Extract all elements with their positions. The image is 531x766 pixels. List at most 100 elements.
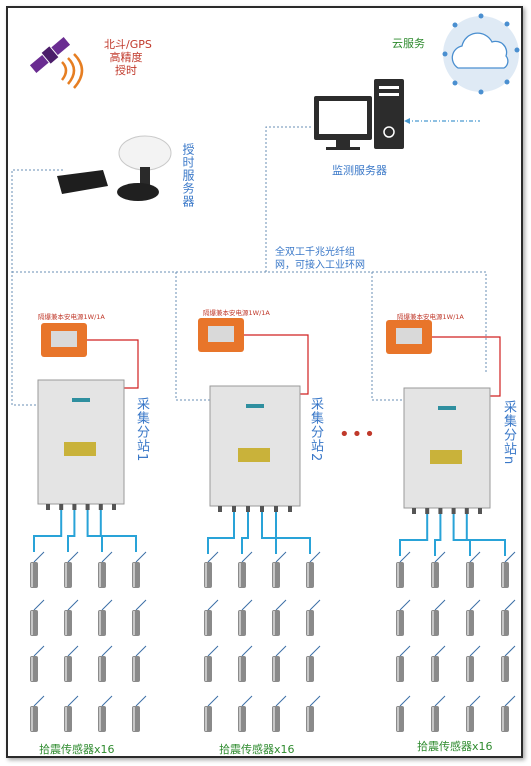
vibration-sensor-3-3 <box>466 551 481 588</box>
sensor-highlight <box>99 563 101 587</box>
vibration-sensor-1-13 <box>30 695 45 732</box>
vibration-sensor-1-9 <box>30 645 45 682</box>
station-gland-2-4 <box>260 506 264 512</box>
vibration-sensor-2-5 <box>204 599 219 636</box>
link-arrow-head <box>404 118 410 124</box>
sensor-cable-3-4 <box>465 514 506 556</box>
vibration-sensor-2-3 <box>272 551 287 588</box>
sensor-lead <box>504 599 516 611</box>
sensor-cable-1-3 <box>86 510 103 552</box>
link-timing-to-station-1 <box>11 169 63 406</box>
sensor-lead <box>241 551 253 563</box>
vibration-sensor-2-12 <box>306 645 321 682</box>
link-backbone-to-monitor-server <box>265 126 312 272</box>
sensor-group-label-3: 拾震传感器x16 <box>417 740 493 753</box>
station-gland-3-6 <box>478 508 482 514</box>
sensor-highlight <box>31 707 33 731</box>
vibration-sensor-1-14 <box>64 695 79 732</box>
sensor-highlight <box>133 657 135 681</box>
sensor-lead <box>469 645 481 657</box>
signal-wave-3 <box>73 53 84 89</box>
sensor-group-label-1: 拾震传感器x16 <box>39 743 115 756</box>
sensor-lead <box>434 551 446 563</box>
sensor-highlight <box>239 611 241 635</box>
sensor-cable-3-1 <box>399 514 429 556</box>
sensor-lead <box>241 599 253 611</box>
network-links <box>11 118 487 406</box>
timing-server-label: 授时服务器 <box>181 143 195 208</box>
power-line-1 <box>87 339 139 389</box>
cloud-shape <box>451 32 509 69</box>
sensor-lead <box>207 599 219 611</box>
vibration-sensor-3-6 <box>431 599 446 636</box>
sensor-highlight <box>307 611 309 635</box>
sensor-lead <box>399 695 411 707</box>
sensor-highlight <box>239 563 241 587</box>
beidou-label-line3: 授时 <box>115 64 137 77</box>
sensor-lead <box>101 645 113 657</box>
station-box-3 <box>403 387 491 514</box>
cloud-icon <box>442 13 520 95</box>
power-box-panel-2 <box>208 326 234 342</box>
vibration-sensor-2-9 <box>204 645 219 682</box>
vibration-sensor-3-12 <box>501 645 516 682</box>
sensor-cables <box>33 510 506 556</box>
vibration-sensor-2-14 <box>238 695 253 732</box>
monitor-server-icon <box>314 79 404 150</box>
cloud-service-label: 云服务 <box>392 37 425 50</box>
vibration-sensor-1-10 <box>64 645 79 682</box>
station-box-2 <box>209 385 301 512</box>
link-backbone-to-station-n <box>371 272 405 401</box>
link-backbone <box>12 271 487 372</box>
vibration-sensor-1-16 <box>132 695 147 732</box>
satellite-panel-left <box>29 55 49 73</box>
sensor-cable-1-2 <box>67 510 76 552</box>
sensor-lead <box>275 599 287 611</box>
sensor-highlight <box>307 657 309 681</box>
sensor-highlight <box>133 563 135 587</box>
vibration-sensor-3-9 <box>396 645 411 682</box>
sensor-lead <box>207 645 219 657</box>
power-box-label-2: 隔爆兼本安电源1W/1A <box>203 309 270 317</box>
sensor-highlight <box>307 563 309 587</box>
station-ellipsis: ••• <box>339 424 377 445</box>
power-box-label-3: 隔爆兼本安电源1W/1A <box>397 313 464 321</box>
collection-stations <box>37 318 501 514</box>
station-label-2: 采集分站2 <box>308 397 323 463</box>
server-tower <box>374 79 404 149</box>
station-gland-1-3 <box>72 504 77 510</box>
sensor-lead <box>399 551 411 563</box>
station-gland-2-5 <box>274 506 278 512</box>
sensor-highlight <box>31 657 33 681</box>
sensor-highlight <box>467 657 469 681</box>
sensor-cable-3-2 <box>434 514 442 556</box>
power-line-3 <box>432 336 501 397</box>
sensor-highlight <box>397 657 399 681</box>
vibration-sensor-2-6 <box>238 599 253 636</box>
sensor-cable-2-2 <box>241 512 249 554</box>
sensor-highlight <box>432 611 434 635</box>
station-tag-1 <box>72 398 90 402</box>
vibration-sensor-3-1 <box>396 551 411 588</box>
station-gland-3-5 <box>464 508 469 514</box>
sensor-lead <box>101 695 113 707</box>
sensor-highlight <box>99 707 101 731</box>
cloud-node-1 <box>478 13 484 19</box>
network-label-line2: 网，可接入工业环网 <box>275 260 365 271</box>
sensor-lead <box>309 645 321 657</box>
vibration-sensor-3-16 <box>501 695 516 732</box>
vibration-sensor-1-6 <box>64 599 79 636</box>
vibration-sensor-2-16 <box>306 695 321 732</box>
sensor-group-label-2: 拾震传感器x16 <box>219 743 295 756</box>
sensor-lead <box>101 599 113 611</box>
vibration-sensor-1-8 <box>132 599 147 636</box>
sensor-highlight <box>502 563 504 587</box>
sensor-lead <box>275 551 287 563</box>
sensor-highlight <box>432 707 434 731</box>
station-gland-3-1 <box>412 508 416 514</box>
station-gland-1-6 <box>112 504 116 510</box>
vibration-sensor-3-4 <box>501 551 516 588</box>
sensor-lead <box>469 695 481 707</box>
sensor-lead <box>135 695 147 707</box>
